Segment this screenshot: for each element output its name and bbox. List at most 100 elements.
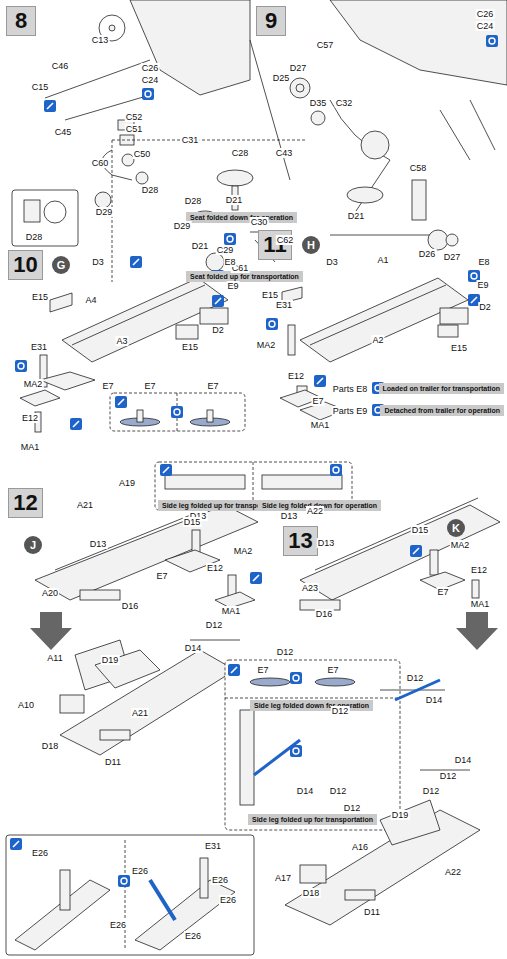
part-label: A17 — [274, 873, 292, 883]
part-label: E7 — [326, 665, 339, 675]
part-label: D2 — [478, 302, 492, 312]
part-label: D26 — [418, 249, 437, 259]
part-label: E26 — [31, 848, 49, 858]
note-text: Seat folded down for operation — [190, 214, 293, 221]
step-number-box: 13 — [283, 526, 318, 556]
part-label: C26 — [141, 63, 160, 73]
note-band: Detached from trailer for operation — [380, 405, 504, 416]
part-label: D12 — [343, 803, 362, 813]
step-number-box: 12 — [8, 488, 43, 518]
part-label: D11 — [363, 907, 381, 917]
part-label: MA2 — [23, 379, 44, 389]
part-label: C24 — [476, 21, 495, 31]
part-label: MA1 — [221, 606, 242, 616]
part-label: E31 — [30, 342, 48, 352]
part-label: E7 — [436, 587, 449, 597]
part-label: D12 — [205, 620, 224, 630]
part-label: C46 — [51, 61, 70, 71]
part-label: C51 — [125, 124, 144, 134]
part-label: E9 — [226, 281, 239, 291]
part-label: A10 — [17, 700, 35, 710]
part-label: E8 — [223, 257, 236, 267]
part-label: MA2 — [256, 340, 277, 350]
part-label: C15 — [31, 82, 50, 92]
note-band: Seat folded down for operation — [186, 212, 297, 223]
step-label: 10 — [13, 252, 37, 277]
note-text: Side leg folded up for transportation — [252, 816, 373, 823]
part-label: D13 — [280, 511, 299, 521]
step-label: 13 — [288, 528, 312, 553]
part-label: D16 — [315, 609, 334, 619]
part-label: E7 — [101, 381, 114, 391]
part-label: D15 — [183, 517, 202, 527]
step-label: J — [30, 539, 36, 551]
part-label: D12 — [439, 771, 458, 781]
assembly-letter-circle: G — [52, 256, 70, 274]
part-label: E7 — [256, 665, 269, 675]
part-label: E7 — [155, 571, 168, 581]
part-label: D18 — [302, 888, 321, 898]
part-label: D15 — [411, 525, 430, 535]
note-text: Detached from trailer for operation — [384, 407, 500, 414]
part-label: C57 — [316, 40, 335, 50]
part-label: D28 — [184, 196, 203, 206]
step-label: H — [307, 239, 315, 251]
part-label: E7 — [143, 381, 156, 391]
part-label: D14 — [184, 643, 203, 653]
part-label: C28 — [231, 148, 250, 158]
part-label: MA1 — [310, 420, 331, 430]
part-label: MA1 — [20, 442, 41, 452]
note-band: Side leg folded down for operation — [250, 700, 373, 711]
part-label: E12 — [21, 413, 39, 423]
part-label: D21 — [347, 211, 366, 221]
part-label: A22 — [444, 867, 462, 877]
note-text: Loaded on trailer for transportation — [383, 385, 500, 392]
part-label: MA1 — [470, 599, 491, 609]
step-label: K — [452, 522, 460, 534]
note-text: Side leg folded down for operation — [254, 702, 369, 709]
part-label: D29 — [173, 221, 192, 231]
part-label: D25 — [272, 73, 291, 83]
assembly-letter-circle: K — [447, 519, 465, 537]
part-label: D35 — [309, 98, 328, 108]
part-label: C58 — [409, 163, 428, 173]
part-label: E26 — [211, 875, 229, 885]
part-label: C31 — [181, 135, 200, 145]
part-label: E15 — [31, 292, 49, 302]
part-label: E15 — [261, 290, 279, 300]
part-label: E15 — [450, 343, 468, 353]
note-text: Seat folded up for transportation — [190, 273, 299, 280]
part-label: C13 — [91, 35, 110, 45]
part-label: D12 — [329, 786, 348, 796]
part-label: D11 — [104, 757, 122, 767]
part-label: D21 — [191, 241, 210, 251]
part-label: C29 — [216, 245, 235, 255]
part-label: E15 — [181, 342, 199, 352]
part-label: E31 — [275, 300, 293, 310]
part-label: D12 — [276, 647, 295, 657]
part-label: E8 — [477, 257, 490, 267]
part-label: MA2 — [233, 546, 254, 556]
part-label: D14 — [454, 755, 473, 765]
part-label: E7 — [206, 381, 219, 391]
part-label: E26 — [131, 866, 149, 876]
part-label: D12 — [406, 673, 425, 683]
part-label: E12 — [206, 563, 224, 573]
part-label: A21 — [131, 708, 149, 718]
assembly-letter-circle: J — [24, 536, 42, 554]
part-label: D12 — [422, 786, 441, 796]
part-label: C43 — [275, 148, 294, 158]
step-label: 9 — [265, 8, 277, 33]
part-label: D14 — [296, 786, 315, 796]
part-label: D27 — [443, 252, 462, 262]
part-label: D21 — [225, 195, 244, 205]
part-label: C26 — [476, 9, 495, 19]
part-label: D3 — [325, 257, 339, 267]
step-label: G — [57, 259, 66, 271]
part-label: D16 — [121, 601, 140, 611]
part-label: E26 — [109, 920, 127, 930]
part-label: D19 — [391, 810, 410, 820]
part-label: C45 — [54, 127, 73, 137]
assembly-letter-circle: H — [302, 236, 320, 254]
part-label: Parts E9 — [332, 406, 369, 416]
